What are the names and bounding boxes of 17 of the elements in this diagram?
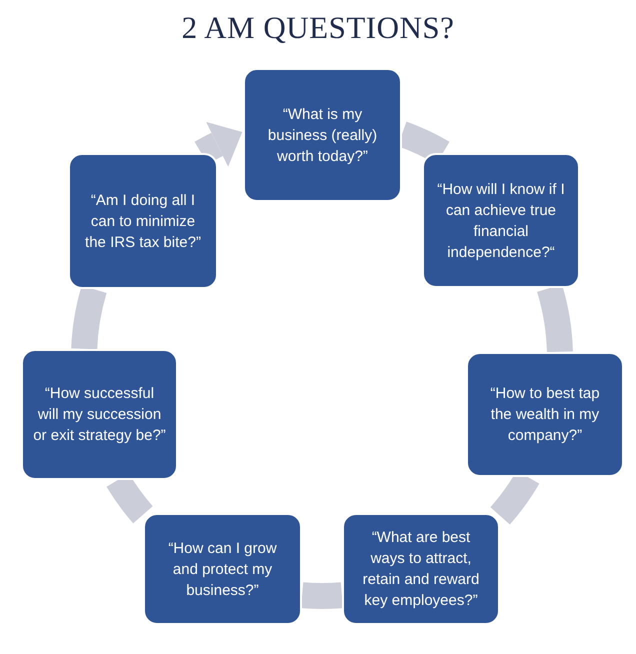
question-text: “How successful will my succession or exit strategy be?” bbox=[33, 384, 166, 446]
question-text: “Am I doing all I can to minimize the IRS tax bite?” bbox=[84, 190, 202, 252]
question-box bbox=[422, 153, 580, 288]
connector-arc bbox=[301, 582, 343, 609]
question-box bbox=[466, 352, 624, 477]
question-box bbox=[21, 349, 178, 480]
question-text: “What are best ways to attract, retain and reward key employees?” bbox=[362, 528, 480, 611]
question-box bbox=[143, 513, 302, 625]
question-text: “What is my business (really) worth today?” bbox=[266, 104, 378, 166]
question-text: “How to best tap the wealth in my company?” bbox=[489, 384, 601, 446]
question-box bbox=[342, 513, 500, 625]
question-text: “How can I grow and protect my business?” bbox=[167, 538, 278, 600]
cycle-arrow bbox=[194, 122, 242, 167]
question-box bbox=[243, 68, 402, 202]
question-box bbox=[68, 153, 218, 289]
title: 2 AM QUESTIONS? bbox=[182, 9, 454, 47]
question-text: “How will I know if I can achieve true financial independence?“ bbox=[436, 180, 566, 262]
